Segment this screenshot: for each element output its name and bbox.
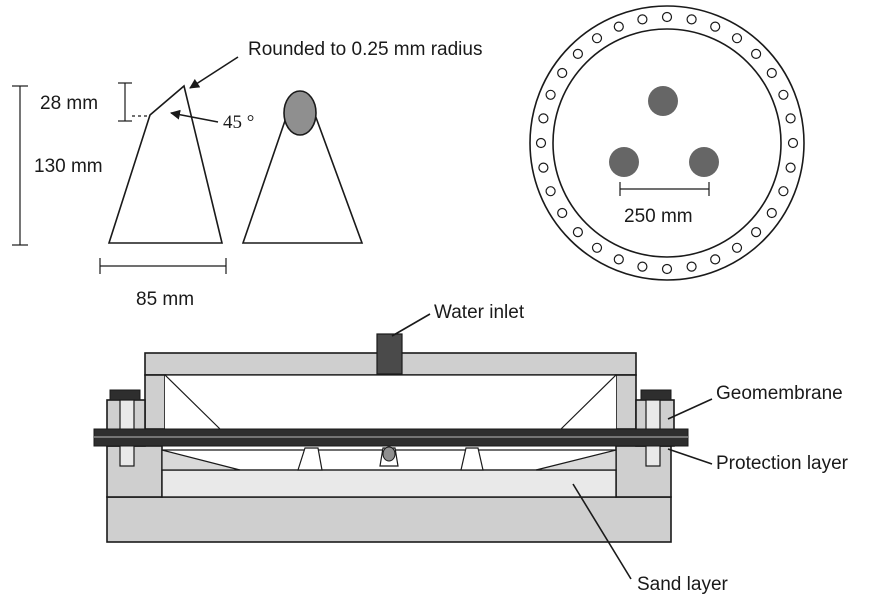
probe-section-left — [297, 447, 323, 471]
probe-front-view — [241, 90, 364, 244]
water-inlet-leader — [391, 313, 431, 337]
probe-position-left — [609, 147, 639, 177]
sand-layer-label: Sand layer — [637, 574, 729, 595]
sand-layer-region — [161, 469, 617, 498]
bolt-hole — [557, 207, 568, 219]
sand-layer-leader — [572, 483, 632, 580]
bolt-head-right — [640, 389, 672, 401]
bolt-hole — [591, 242, 603, 253]
dimension-total-height — [12, 85, 28, 246]
geomembrane-leader — [667, 398, 713, 420]
probe-position-right — [689, 147, 719, 177]
base-block — [106, 496, 672, 543]
base-width-label: 85 mm — [136, 289, 194, 310]
bolt-hole — [591, 33, 603, 44]
bolt-hole — [731, 242, 743, 253]
bolt-hole — [785, 162, 796, 173]
protection-wedge-right — [535, 449, 617, 471]
bolt-hole — [785, 113, 796, 124]
bolt-hole — [637, 14, 648, 25]
protection-wedge-left — [161, 449, 241, 471]
probe-position-top — [648, 86, 678, 116]
lower-wall-right — [615, 445, 672, 498]
cover-wall-left — [144, 374, 166, 430]
bolt-hole — [661, 11, 673, 23]
probe-section-right — [460, 447, 484, 471]
bolt-hole — [778, 89, 789, 100]
top-height-label: 28 mm — [40, 93, 98, 114]
bolt-hole — [686, 14, 697, 25]
water-inlet-label: Water inlet — [434, 302, 525, 323]
protection-layer-label: Protection layer — [716, 453, 849, 474]
bolt-hole — [557, 67, 568, 79]
bolt-hole — [538, 162, 549, 173]
water-inlet-pipe — [376, 333, 403, 375]
angle-label: 45 ° — [223, 112, 254, 133]
bolt-hole — [778, 186, 789, 197]
bolt-hole — [731, 33, 743, 44]
bolt-hole — [545, 186, 556, 197]
bolt-hole — [613, 254, 624, 265]
rounded-tip-label: Rounded to 0.25 mm radius — [248, 39, 482, 60]
bolt-hole — [750, 227, 762, 238]
bolt-hole — [766, 207, 777, 219]
plan-view: 250 mm — [529, 5, 805, 281]
bolt-hole — [750, 48, 762, 60]
probe-section-center-tip — [382, 446, 396, 462]
plan-inner-ring — [552, 28, 782, 258]
geomembrane-label: Geomembrane — [716, 383, 843, 404]
bolt-hole-ring — [535, 11, 799, 275]
total-height-label: 130 mm — [34, 156, 103, 177]
bolt-hole — [572, 48, 584, 60]
protection-layer-leader — [667, 448, 713, 465]
spacing-label: 250 mm — [624, 206, 693, 227]
probe-rounded-tip — [283, 90, 317, 136]
dimension-base-width — [99, 258, 227, 274]
bolt-hole — [766, 67, 777, 79]
bolt-hole — [661, 263, 673, 275]
water-chamber — [165, 375, 616, 429]
bolt-hole — [535, 137, 547, 149]
probe-side-outline — [107, 84, 224, 244]
dimension-top-height — [118, 82, 150, 122]
probe-side-view — [107, 84, 224, 244]
bolt-hole — [787, 137, 799, 149]
bolt-hole — [710, 254, 721, 265]
cross-section-view — [93, 333, 689, 543]
rounded-tip-arrow — [189, 56, 239, 89]
bolt-hole — [545, 89, 556, 100]
bolt-hole — [572, 227, 584, 238]
bolt-hole — [538, 113, 549, 124]
bolt-hole — [637, 261, 648, 272]
bolt-hole — [613, 21, 624, 32]
dimension-spacing — [619, 182, 710, 196]
bolt-hole — [686, 261, 697, 272]
bolt-hole — [710, 21, 721, 32]
angle-arrow — [170, 109, 219, 123]
cover-wall-right — [615, 374, 637, 430]
bolt-head-left — [109, 389, 141, 401]
